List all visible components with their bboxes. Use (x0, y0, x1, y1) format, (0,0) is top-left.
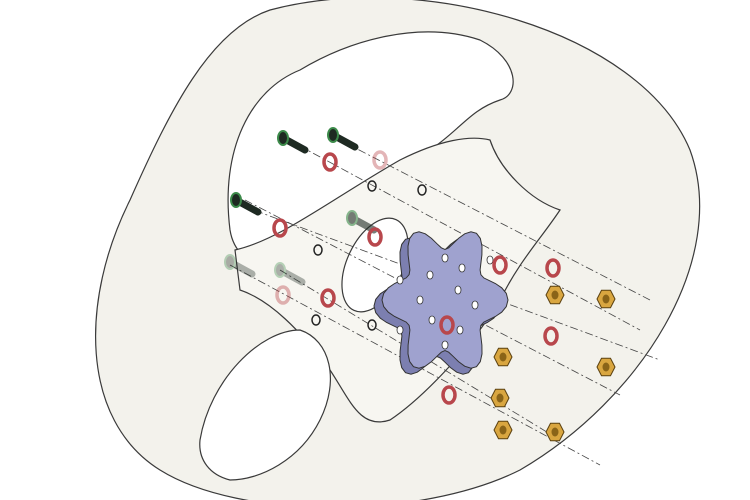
bolts (224, 127, 378, 286)
plate-bolt-hole (426, 270, 434, 280)
bolt (274, 262, 306, 286)
axis-line (239, 204, 661, 361)
plate-bolt-hole (428, 315, 436, 325)
spacer-ring (313, 244, 323, 256)
nut (490, 388, 510, 408)
bolt (230, 192, 262, 216)
washer (272, 218, 288, 238)
plate-bolt-hole (486, 255, 494, 265)
axis-line (329, 134, 651, 301)
washer (320, 288, 336, 308)
nuts (490, 285, 616, 442)
plate-bolt-hole (441, 253, 449, 263)
plate-bolt-hole (396, 325, 404, 335)
nut (493, 420, 513, 440)
plate-bolt-hole (471, 300, 479, 310)
washer (372, 150, 388, 170)
bolt (277, 130, 309, 154)
washers (272, 150, 561, 405)
adapter-plate-face (381, 231, 509, 369)
quick-release-adapter-plate (373, 231, 509, 375)
bolt (346, 210, 378, 234)
washer (439, 315, 455, 335)
washer (441, 385, 457, 405)
plate-bolt-hole (454, 285, 462, 295)
washer (367, 227, 383, 247)
steering-wheel-rim (95, 0, 701, 500)
spacer-ring (311, 314, 321, 326)
plate-bolt-hole (458, 263, 466, 273)
washer (545, 258, 561, 278)
bolt (224, 254, 256, 278)
nut (545, 422, 565, 442)
wheel-lower-grip-cutout (199, 329, 331, 481)
nut (596, 289, 616, 309)
nut (493, 347, 513, 367)
plate-bolt-hole (396, 275, 404, 285)
plate-bolt-hole (456, 325, 464, 335)
axis-line (284, 137, 641, 331)
bolt (327, 127, 359, 151)
washer (492, 255, 508, 275)
plate-bolt-hole (441, 340, 449, 350)
nut (545, 285, 565, 305)
washer (543, 326, 559, 346)
nut (596, 357, 616, 377)
washer (275, 285, 291, 305)
plate-bolt-hole (416, 295, 424, 305)
spacer-ring (367, 180, 377, 192)
washer (322, 152, 338, 172)
spacer-ring (367, 319, 377, 331)
spacer-ring (417, 184, 427, 196)
